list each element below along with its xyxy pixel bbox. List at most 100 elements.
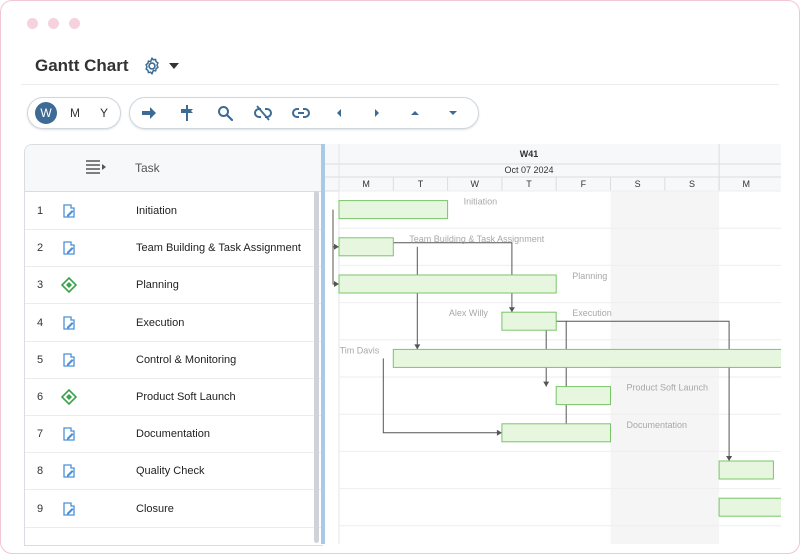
- day-label: S: [689, 179, 695, 189]
- task-bar[interactable]: [501, 423, 611, 443]
- task-bar[interactable]: [392, 348, 781, 368]
- task-bar-label: Execution: [572, 308, 612, 318]
- day-label: M: [362, 179, 370, 189]
- task-bar[interactable]: [718, 497, 781, 517]
- table-row[interactable]: 9 Closure: [25, 490, 323, 528]
- task-bar[interactable]: [338, 200, 449, 220]
- table-row[interactable]: 4 Execution: [25, 304, 323, 342]
- task-bar-label: Planning: [572, 271, 607, 281]
- table-row[interactable]: 1 Initiation: [25, 192, 323, 230]
- task-edit-icon: [61, 203, 77, 219]
- dependency-arrow: [726, 456, 733, 461]
- search-icon[interactable]: [206, 102, 244, 124]
- task-bar[interactable]: [338, 274, 557, 294]
- task-edit-icon: [61, 315, 77, 331]
- task-column-header[interactable]: Task: [135, 161, 160, 175]
- task-name: Planning: [136, 279, 179, 292]
- panel-splitter[interactable]: [321, 144, 325, 544]
- task-bar-label: Documentation: [627, 420, 688, 430]
- table-row[interactable]: 8 Quality Check: [25, 452, 323, 491]
- chevron-left-icon[interactable]: [320, 102, 358, 124]
- row-number: 4: [37, 316, 44, 329]
- day-label: T: [526, 179, 532, 189]
- chevron-down-icon[interactable]: [168, 63, 179, 69]
- task-bar-label: Product Soft Launch: [627, 383, 709, 393]
- milestone-icon: [60, 388, 78, 406]
- task-name: Closure: [136, 502, 174, 515]
- dependency-line: [566, 320, 730, 461]
- dependency-arrow: [414, 344, 421, 350]
- task-bar[interactable]: [338, 237, 394, 257]
- window-dot-close[interactable]: [27, 18, 38, 29]
- unlink-icon[interactable]: [244, 102, 282, 124]
- zoom-month-button[interactable]: M: [70, 106, 80, 120]
- table-row[interactable]: 7 Documentation: [25, 415, 323, 454]
- title-bar: Gantt Chart: [35, 53, 179, 79]
- arrow-right-icon[interactable]: [130, 102, 168, 124]
- row-number: 8: [37, 465, 44, 478]
- dependency-arrow: [334, 243, 339, 250]
- chevron-down-icon[interactable]: [434, 102, 472, 124]
- chevron-up-icon[interactable]: [396, 102, 434, 124]
- collapse-menu-icon[interactable]: [85, 159, 107, 180]
- zoom-week-button[interactable]: W: [35, 102, 57, 124]
- task-name: Team Building & Task Assignment: [136, 242, 301, 255]
- milestone-icon: [60, 277, 78, 294]
- task-bar[interactable]: [555, 386, 611, 406]
- table-row[interactable]: 3 Planning: [25, 266, 323, 305]
- window-dot-minimize[interactable]: [48, 18, 59, 29]
- day-label: T: [418, 179, 424, 189]
- task-name: Execution: [136, 316, 185, 329]
- row-number: 1: [37, 205, 44, 217]
- title-divider: [21, 84, 779, 85]
- dependency-arrow: [543, 381, 550, 387]
- day-label: F: [581, 179, 587, 189]
- dependency-arrow: [334, 281, 339, 287]
- row-number: 3: [37, 279, 44, 292]
- task-edit-icon: [61, 501, 77, 517]
- resource-label: Alex Willy: [449, 308, 489, 318]
- gear-icon[interactable]: [141, 55, 163, 77]
- link-icon[interactable]: [282, 102, 320, 124]
- grid-header: Task: [25, 145, 323, 192]
- resource-label: Tim Davis: [340, 345, 380, 355]
- task-bar-label: Team Building & Task Assignment: [409, 234, 544, 244]
- day-label: M: [743, 179, 751, 189]
- zoom-year-button[interactable]: Y: [99, 106, 108, 120]
- toolbar: [129, 97, 479, 129]
- task-edit-icon: [61, 463, 77, 479]
- task-bar[interactable]: [718, 460, 774, 480]
- task-name: Documentation: [136, 428, 210, 441]
- task-edit-icon: [61, 352, 77, 368]
- row-number: 7: [37, 428, 44, 441]
- timeline-header: [325, 144, 781, 191]
- task-name: Initiation: [136, 205, 177, 217]
- day-label: W: [471, 179, 480, 189]
- date-label: Oct 07 2024: [505, 165, 554, 175]
- task-bar[interactable]: [501, 311, 557, 331]
- milestone-icon[interactable]: [168, 102, 206, 124]
- table-row[interactable]: 5 Control & Monitoring: [25, 341, 323, 379]
- day-label: S: [635, 179, 641, 189]
- dependency-arrow: [508, 307, 515, 313]
- task-name: Control & Monitoring: [136, 353, 237, 366]
- page-title: Gantt Chart: [35, 56, 129, 75]
- task-edit-icon: [61, 240, 77, 256]
- task-edit-icon: [61, 426, 77, 442]
- row-number: 9: [37, 502, 44, 515]
- task-name: Quality Check: [136, 465, 205, 478]
- task-bar-label: Initiation: [464, 197, 498, 207]
- row-number: 5: [37, 353, 44, 366]
- zoom-toggle: W M Y: [27, 97, 121, 129]
- window-dot-maximize[interactable]: [69, 18, 80, 29]
- window-controls: [27, 18, 80, 29]
- dependency-line: [382, 358, 502, 434]
- row-number: 6: [37, 391, 44, 403]
- chevron-right-icon[interactable]: [358, 102, 396, 124]
- grid-scrollbar[interactable]: [314, 191, 319, 543]
